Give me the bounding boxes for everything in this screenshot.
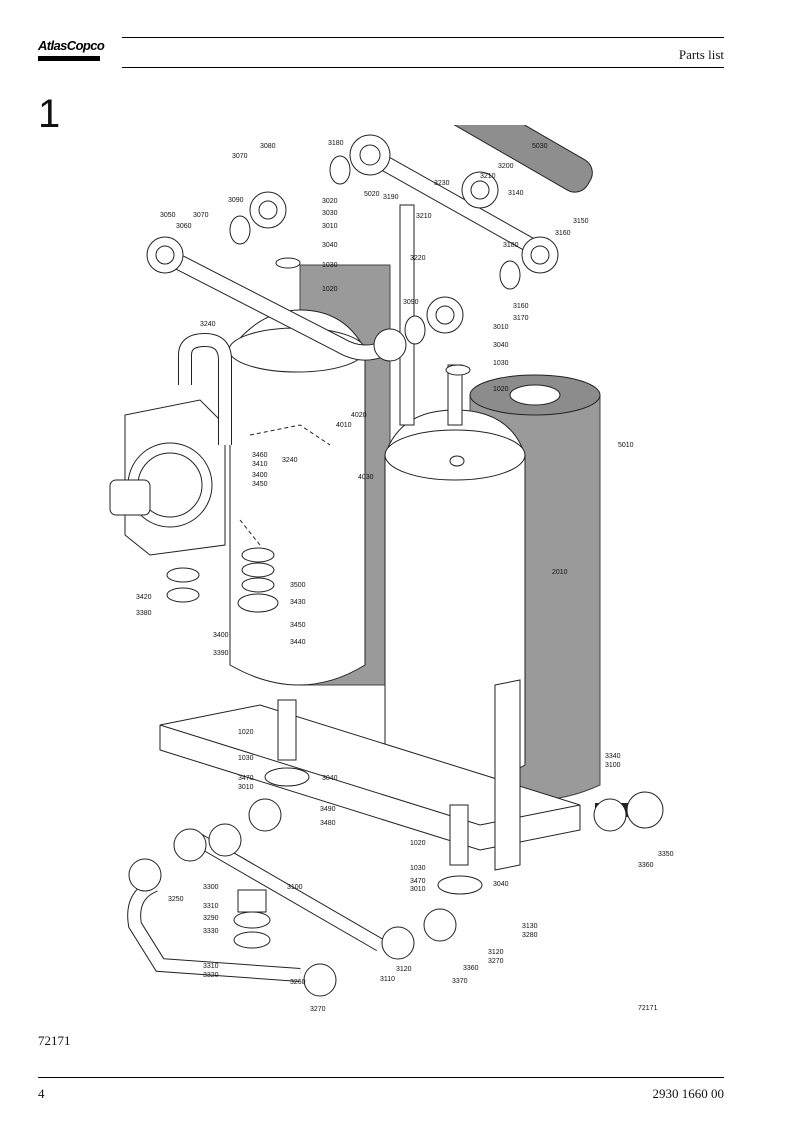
callout-label: 3270 [310,1006,326,1013]
callout-label: 2010 [552,569,568,576]
callout-label: 3360 [463,965,479,972]
drawing-id-caption: 72171 [638,1005,658,1012]
callout-label: 5030 [532,143,548,150]
callout-label: 3400 [213,632,229,639]
callout-label: 3340 [605,753,621,760]
callout-label: 3210 [416,213,432,220]
callout-label: 3050 [160,212,176,219]
callout-label: 1030 [410,865,426,872]
callout-label: 3470 [410,878,426,885]
callout-label: 3220 [410,255,426,262]
atlas-copco-logo: AtlasCopco [38,36,105,66]
figure-reference: 72171 [38,1033,71,1048]
callout-label: 3190 [383,194,399,201]
callout-label: 3280 [522,932,538,939]
callout-label: 1020 [238,729,254,736]
callout-label: 3100 [605,762,621,769]
header-rule-top [122,37,724,38]
callout-label: 3380 [136,610,152,617]
callout-label: 5010 [618,442,634,449]
callout-label: 3090 [403,299,419,306]
callout-label: 3070 [193,212,209,219]
callout-label: 3020 [322,198,338,205]
callout-label: 3300 [203,884,219,891]
callout-label: 1020 [493,386,509,393]
callout-label: 3500 [290,582,306,589]
callout-label: 3010 [410,886,426,893]
callout-label: 3040 [493,342,509,349]
callout-label: 3470 [238,775,254,782]
callout-label: 5020 [364,191,380,198]
callout-label: 3360 [638,862,654,869]
callout-label: 3120 [488,949,504,956]
callout-labels: 3080 3180 5030 3070 3200 3020 3230 3210 … [136,140,674,1013]
callout-label: 3240 [200,321,216,328]
callout-label: 3210 [480,173,496,180]
callout-label: 3170 [513,315,529,322]
header-rule-bottom [122,67,724,68]
callout-label: 3040 [493,881,509,888]
callout-label: 3230 [434,180,450,187]
callout-label: 1020 [410,840,426,847]
callout-label: 1020 [322,286,338,293]
section-number: 1 [38,92,61,136]
callout-label: 3410 [252,461,268,468]
footer-rule [38,1077,724,1078]
callout-label: 3160 [513,303,529,310]
callout-label: 3030 [322,210,338,217]
callout-label: 3110 [380,976,395,983]
callout-label: 3310 [203,903,219,910]
callout-label: 1030 [322,262,338,269]
exploded-parts-drawing: 3080 3180 5030 3070 3200 3020 3230 3210 … [109,125,674,1013]
brand-wordmark: AtlasCopco [38,38,105,53]
callout-label: 3160 [555,230,571,237]
callout-label: 3320 [203,972,219,979]
callout-label: 3240 [282,457,298,464]
callout-label: 1030 [238,755,254,762]
page-title: Parts list [678,47,724,62]
document-number: 2930 1660 00 [652,1086,725,1101]
callout-label: 3180 [503,242,519,249]
callout-label: 3140 [508,190,524,197]
callout-label: 3420 [136,594,152,601]
callout-label: 3150 [573,218,589,225]
callout-label: 3350 [658,851,674,858]
callout-label: 3010 [322,223,338,230]
callout-label: 4010 [336,422,352,429]
callout-label: 3400 [252,472,268,479]
callout-label: 3260 [290,979,306,986]
callout-label: 3010 [238,784,254,791]
callout-label: 3040 [322,242,338,249]
callout-label: 3070 [232,153,248,160]
callout-label: 3250 [168,896,184,903]
callout-label: 3460 [252,452,268,459]
callout-label: 3100 [287,884,303,891]
callout-label: 4030 [358,474,374,481]
callout-label: 3450 [290,622,306,629]
callout-label: 3040 [322,775,338,782]
callout-label: 3060 [176,223,192,230]
callout-label: 3090 [228,197,244,204]
callout-label: 3180 [328,140,344,147]
callout-label: 4020 [351,412,367,419]
callout-label: 3430 [290,599,306,606]
callout-label: 3370 [452,978,468,985]
page-number: 4 [38,1086,45,1101]
callout-label: 3330 [203,928,219,935]
callout-label: 3200 [498,163,514,170]
callout-label: 3270 [488,958,504,965]
callout-label: 3290 [203,915,219,922]
callout-label: 3080 [260,143,276,150]
callout-label: 3480 [320,820,336,827]
callout-label: 3130 [522,923,538,930]
callout-label: 3440 [290,639,306,646]
callout-label: 1030 [493,360,509,367]
callout-label: 3490 [320,806,336,813]
logo-bar [38,56,100,61]
callout-label: 3010 [493,324,509,331]
callout-label: 3450 [252,481,268,488]
callout-label: 3120 [396,966,412,973]
callout-label: 3390 [213,650,229,657]
callout-label: 3310 [203,963,219,970]
